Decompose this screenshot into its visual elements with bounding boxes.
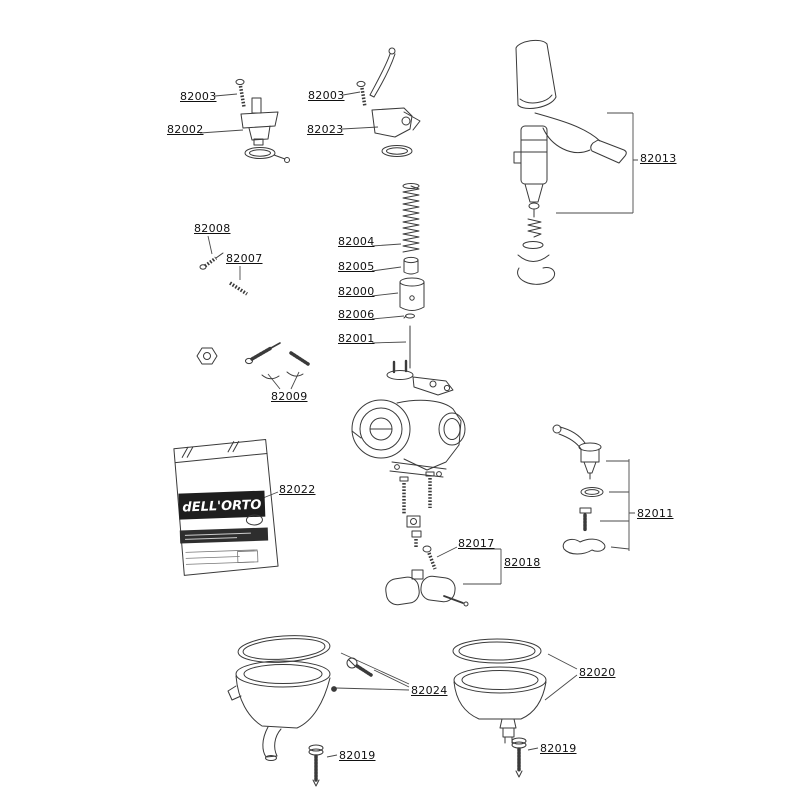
part-82018-float	[385, 569, 469, 607]
part-82019-screw-right	[511, 737, 527, 778]
part-82000-throttle-slide	[399, 277, 425, 311]
part-82008-jet	[199, 252, 224, 270]
part-82007-spring	[229, 281, 248, 296]
part-82005-cap	[403, 256, 419, 275]
part-mounting-studs	[399, 471, 435, 548]
bag-logo-band	[178, 490, 266, 520]
part-82011-fuel-valve-set	[552, 424, 606, 555]
part-82019-screw-left	[308, 744, 324, 787]
part-82023-cover	[369, 47, 421, 157]
part-82006-needle-clip	[403, 313, 415, 319]
part-82009-mixture-screw-set	[196, 342, 310, 380]
part-82003-screw-left	[235, 78, 246, 108]
part-82017-screw	[422, 545, 437, 570]
bag-brand-text: dELL'ORTO	[182, 498, 262, 516]
part-82003-screw-right	[356, 80, 367, 108]
part-carburetor-body	[351, 359, 466, 478]
part-82013-choke-assembly	[513, 39, 627, 285]
part-82022-spares-bag: dELL'ORTO	[173, 439, 279, 576]
part-82020-bowl	[452, 638, 547, 744]
bag-sub-band	[179, 527, 269, 544]
part-82004-spring	[402, 183, 420, 253]
leader-lines	[199, 91, 638, 758]
part-82002-starter-body	[240, 97, 290, 163]
part-82024-float-bowl	[227, 635, 373, 761]
